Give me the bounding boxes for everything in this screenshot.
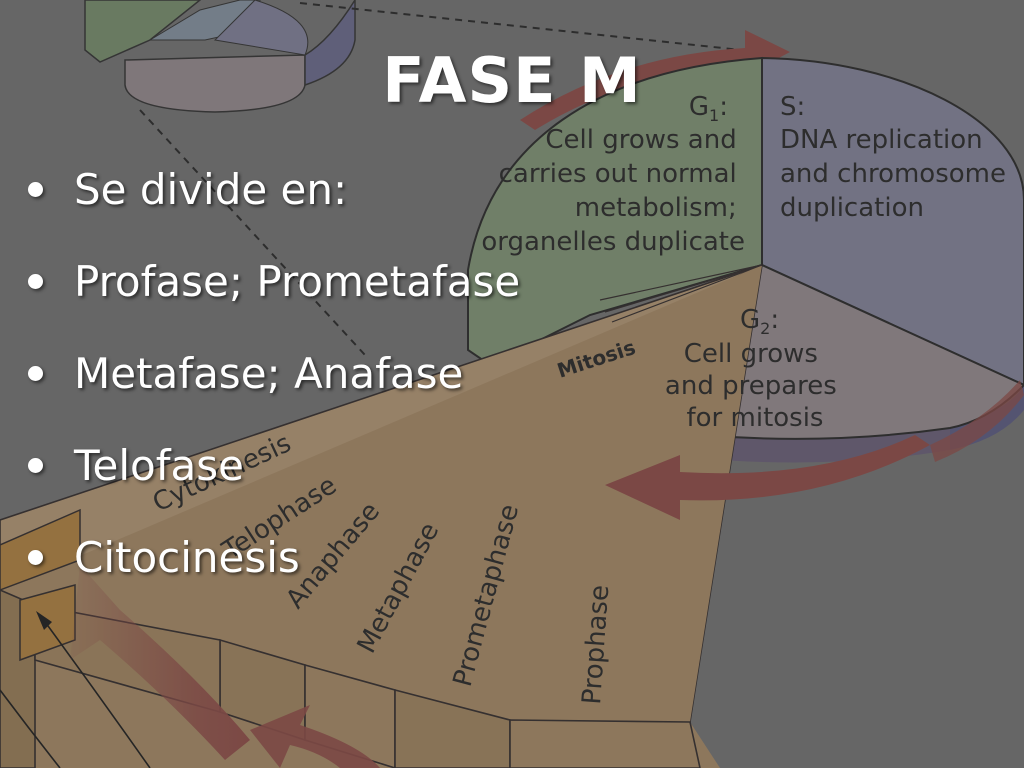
g1-heading: G1:	[689, 92, 728, 125]
g2-description: Cell grows and prepares for mitosis	[665, 339, 845, 433]
bullet-item: Telofase	[22, 436, 520, 528]
bullet-text: Metafase; Anafase	[74, 349, 464, 398]
bullet-item: Se divide en:	[22, 160, 520, 252]
bullet-list: Se divide en: Profase; Prometafase Metaf…	[22, 160, 520, 620]
bullet-dot-icon	[28, 366, 43, 381]
red-arrow-right	[605, 435, 930, 520]
g1-description: Cell grows and carries out normal metabo…	[481, 125, 745, 257]
slide-title: FASE M	[382, 44, 642, 117]
bullet-item: Profase; Prometafase	[22, 252, 520, 344]
mitosis-lines	[599, 264, 763, 323]
small-pie	[84, 0, 356, 113]
g1-sector	[467, 56, 763, 367]
s-sector	[761, 56, 1024, 387]
top-red-arrow	[520, 30, 790, 130]
bullet-text: Se divide en:	[74, 165, 348, 214]
bullet-text: Telofase	[74, 441, 244, 490]
bullet-item: Citocinesis	[22, 528, 520, 620]
bullet-dot-icon	[28, 274, 43, 289]
bullet-dot-icon	[28, 182, 43, 197]
red-arrow-right-tail	[930, 380, 1024, 462]
arc-line	[0, 689, 61, 768]
bullet-text: Citocinesis	[74, 533, 300, 582]
arc-arrowhead	[36, 611, 52, 630]
arc-line	[39, 614, 151, 768]
g2-heading: G2:	[740, 305, 779, 338]
left-band	[0, 508, 81, 591]
bullet-item: Metafase; Anafase	[22, 344, 520, 436]
bullet-dot-icon	[28, 550, 43, 565]
red-arrow	[250, 705, 380, 768]
bullet-dot-icon	[28, 458, 43, 473]
dashed-line	[139, 109, 366, 356]
s-description: DNA replication and chromosome duplicati…	[780, 125, 1014, 223]
red-arrow	[70, 565, 250, 760]
s-heading: S:	[780, 92, 805, 122]
bullet-text: Profase; Prometafase	[74, 257, 521, 306]
